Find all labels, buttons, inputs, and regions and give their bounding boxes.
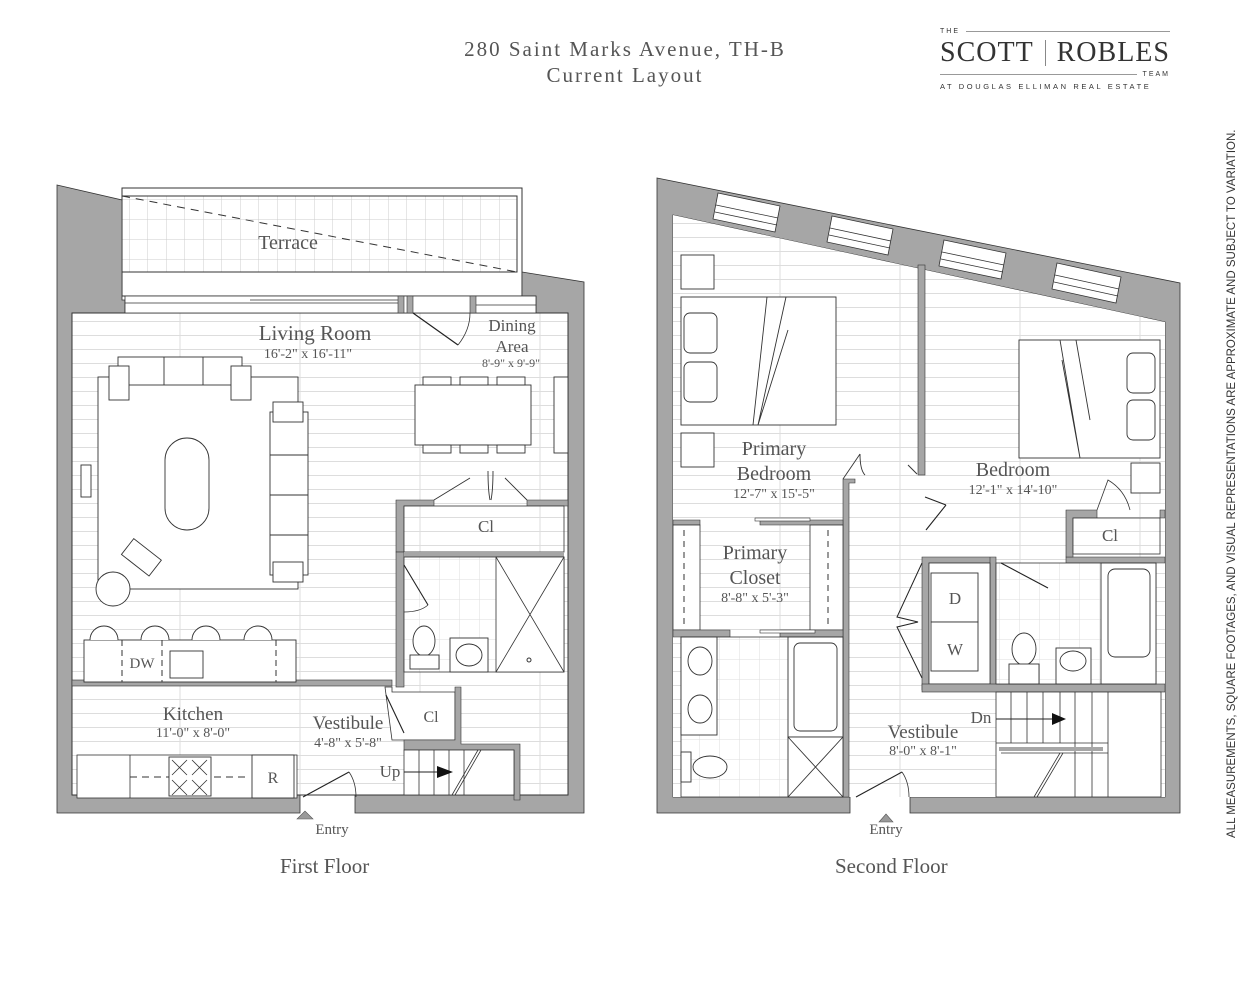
primary-bed [680, 254, 837, 468]
refrigerator-label: R [268, 770, 279, 787]
logo-the: THE [940, 28, 960, 35]
room-dims-dining-area: 8'-9" x 9'-9" [482, 356, 540, 370]
second-floor-plan: Primary Bedroom 12'-7" x 15'-5" Bedroom … [656, 177, 1181, 838]
first-floor-plan: Terrace Living Room 16'-2" x 16'-11" Din… [56, 184, 585, 838]
room-dims-primary-bedroom: 12'-7" x 15'-5" [733, 487, 815, 502]
vestibule-first: Vestibule 4'-8" x 5'-8" Cl Up [302, 686, 521, 801]
washer-label: W [947, 640, 964, 659]
room-dims-primary-closet: 8'-8" x 5'-3" [721, 591, 789, 606]
room-label-bedroom: Bedroom [976, 459, 1051, 481]
room-label-vestibule: Vestibule [313, 713, 384, 734]
logo-rule [966, 31, 1170, 32]
room-dims-kitchen: 11'-0" x 8'-0" [156, 726, 230, 741]
room-label-vestibule-closet: Cl [423, 709, 439, 726]
primary-bath-fixtures [680, 636, 844, 798]
room-label-primary-closet-line2: Closet [729, 567, 781, 589]
closet-bath-block: Cl [395, 470, 569, 688]
room-label-primary-bedroom-line2: Bedroom [737, 463, 812, 485]
room-label-dining-line2: Area [495, 337, 528, 356]
address: 280 Saint Marks Avenue, TH-B [464, 37, 786, 61]
room-label-kitchen: Kitchen [163, 704, 224, 725]
stairs-up-label: Up [380, 762, 401, 781]
floor-label-second: Second Floor [835, 854, 948, 878]
stairs-down-label: Dn [971, 708, 992, 727]
logo-brokerage: AT DOUGLAS ELLIMAN REAL ESTATE [940, 82, 1152, 91]
room-label-terrace: Terrace [258, 232, 318, 254]
room-label-primary-bedroom-line1: Primary [742, 438, 806, 460]
plan-title: 280 Saint Marks Avenue, TH-B Current Lay… [380, 36, 870, 88]
floor-label-first: First Floor [280, 854, 370, 878]
logo-rule [940, 74, 1137, 75]
windows [712, 192, 1122, 304]
brand-logo: THE SCOTT ROBLES TEAM AT DOUGLAS ELLIMAN … [940, 28, 1170, 91]
logo-divider [1044, 40, 1046, 66]
kitchen: DW R Kitchen 11'-0" x 8'-0" [71, 625, 393, 799]
room-label-living-room: Living Room [259, 321, 372, 345]
room-label-bedroom-closet: Cl [1102, 526, 1118, 545]
entry-label-second: Entry [869, 822, 903, 838]
terrace: Terrace [121, 187, 523, 297]
dryer-label: D [949, 589, 961, 608]
logo-team: TEAM [1142, 71, 1170, 78]
room-dims-bedroom: 12'-1" x 14'-10" [969, 483, 1058, 498]
room-label-primary-closet-line1: Primary [723, 542, 787, 564]
room-dims-vestibule-second: 8'-0" x 8'-1" [889, 744, 957, 759]
room-label-dining-line1: Dining [488, 316, 536, 335]
layout-subtitle: Current Layout [546, 63, 704, 87]
logo-name-right: ROBLES [1056, 37, 1170, 68]
dishwasher-label: DW [130, 656, 156, 672]
room-label-closet: Cl [478, 517, 494, 536]
room-dims-living-room: 16'-2" x 16'-11" [264, 347, 352, 362]
living-furniture [80, 356, 569, 607]
entry-arrow-icon [878, 813, 894, 823]
entry-label-first: Entry [315, 822, 349, 838]
entry-arrow-icon [296, 810, 314, 820]
logo-name-left: SCOTT [940, 37, 1034, 68]
room-dims-vestibule: 4'-8" x 5'-8" [314, 736, 382, 751]
bedroom-bath-fixtures [1008, 562, 1157, 685]
room-label-vestibule-second: Vestibule [888, 722, 959, 743]
bedroom-bed [1018, 339, 1161, 494]
